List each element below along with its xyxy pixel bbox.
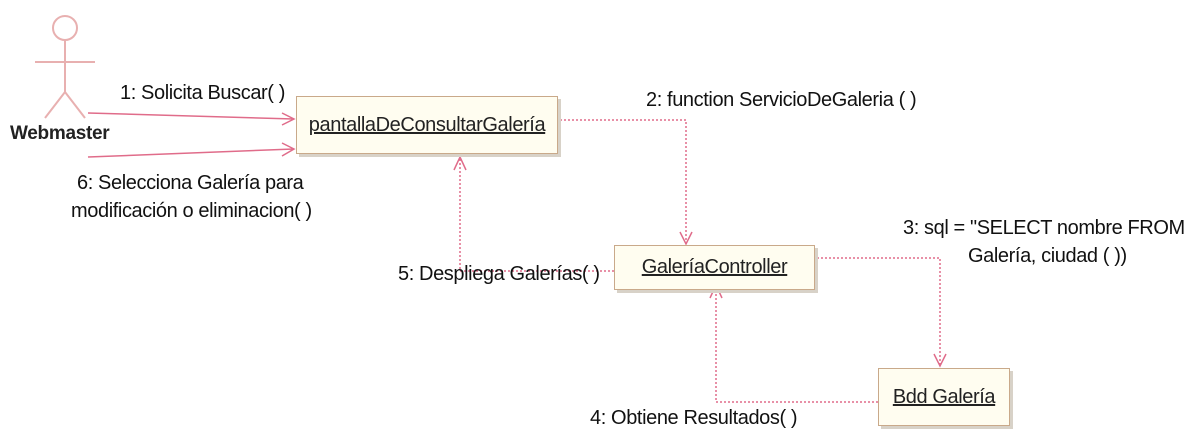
message-3-label-line2: Galería, ciudad ( )) [968, 245, 1127, 267]
message-4-link [715, 285, 878, 403]
object-bdd-label: Bdd Galería [892, 385, 996, 408]
message-6-label-line1: 6: Selecciona Galería para [77, 172, 304, 194]
object-controller: GaleríaController [614, 245, 815, 290]
actor-name: Webmaster [10, 123, 110, 144]
message-3-label-line1: 3: sql = "SELECT nombre FROM [903, 217, 1185, 239]
message-5-label: 5: Despliega Galerías( ) [398, 263, 600, 285]
message-2-arrowhead [679, 231, 693, 246]
object-pantalla-label: pantallaDeConsultarGalería [308, 113, 546, 136]
message-6-arrowhead [281, 142, 296, 157]
message-3-link [813, 257, 941, 366]
actor-left-leg [44, 91, 66, 119]
message-5-arrowhead [453, 155, 467, 171]
actor-right-leg [64, 91, 86, 119]
actor-head [52, 15, 78, 41]
message-2-label: 2: function ServicioDeGaleria ( ) [646, 89, 917, 111]
object-pantalla: pantallaDeConsultarGalería [296, 96, 558, 154]
message-6-label-line2: modificación o eliminacion( ) [71, 200, 312, 222]
message-3-arrowhead [933, 353, 947, 368]
message-6-arrow [87, 148, 295, 158]
object-bdd: Bdd Galería [878, 368, 1010, 426]
message-5-link [459, 157, 614, 272]
message-1-arrow [87, 112, 295, 120]
message-1-label: 1: Solicita Buscar( ) [120, 82, 285, 104]
message-4-label: 4: Obtiene Resultados( ) [590, 407, 798, 429]
message-2-link [556, 119, 687, 244]
message-1-arrowhead [281, 112, 296, 126]
actor-figure [35, 15, 95, 119]
object-controller-label: GaleríaController [641, 256, 788, 278]
